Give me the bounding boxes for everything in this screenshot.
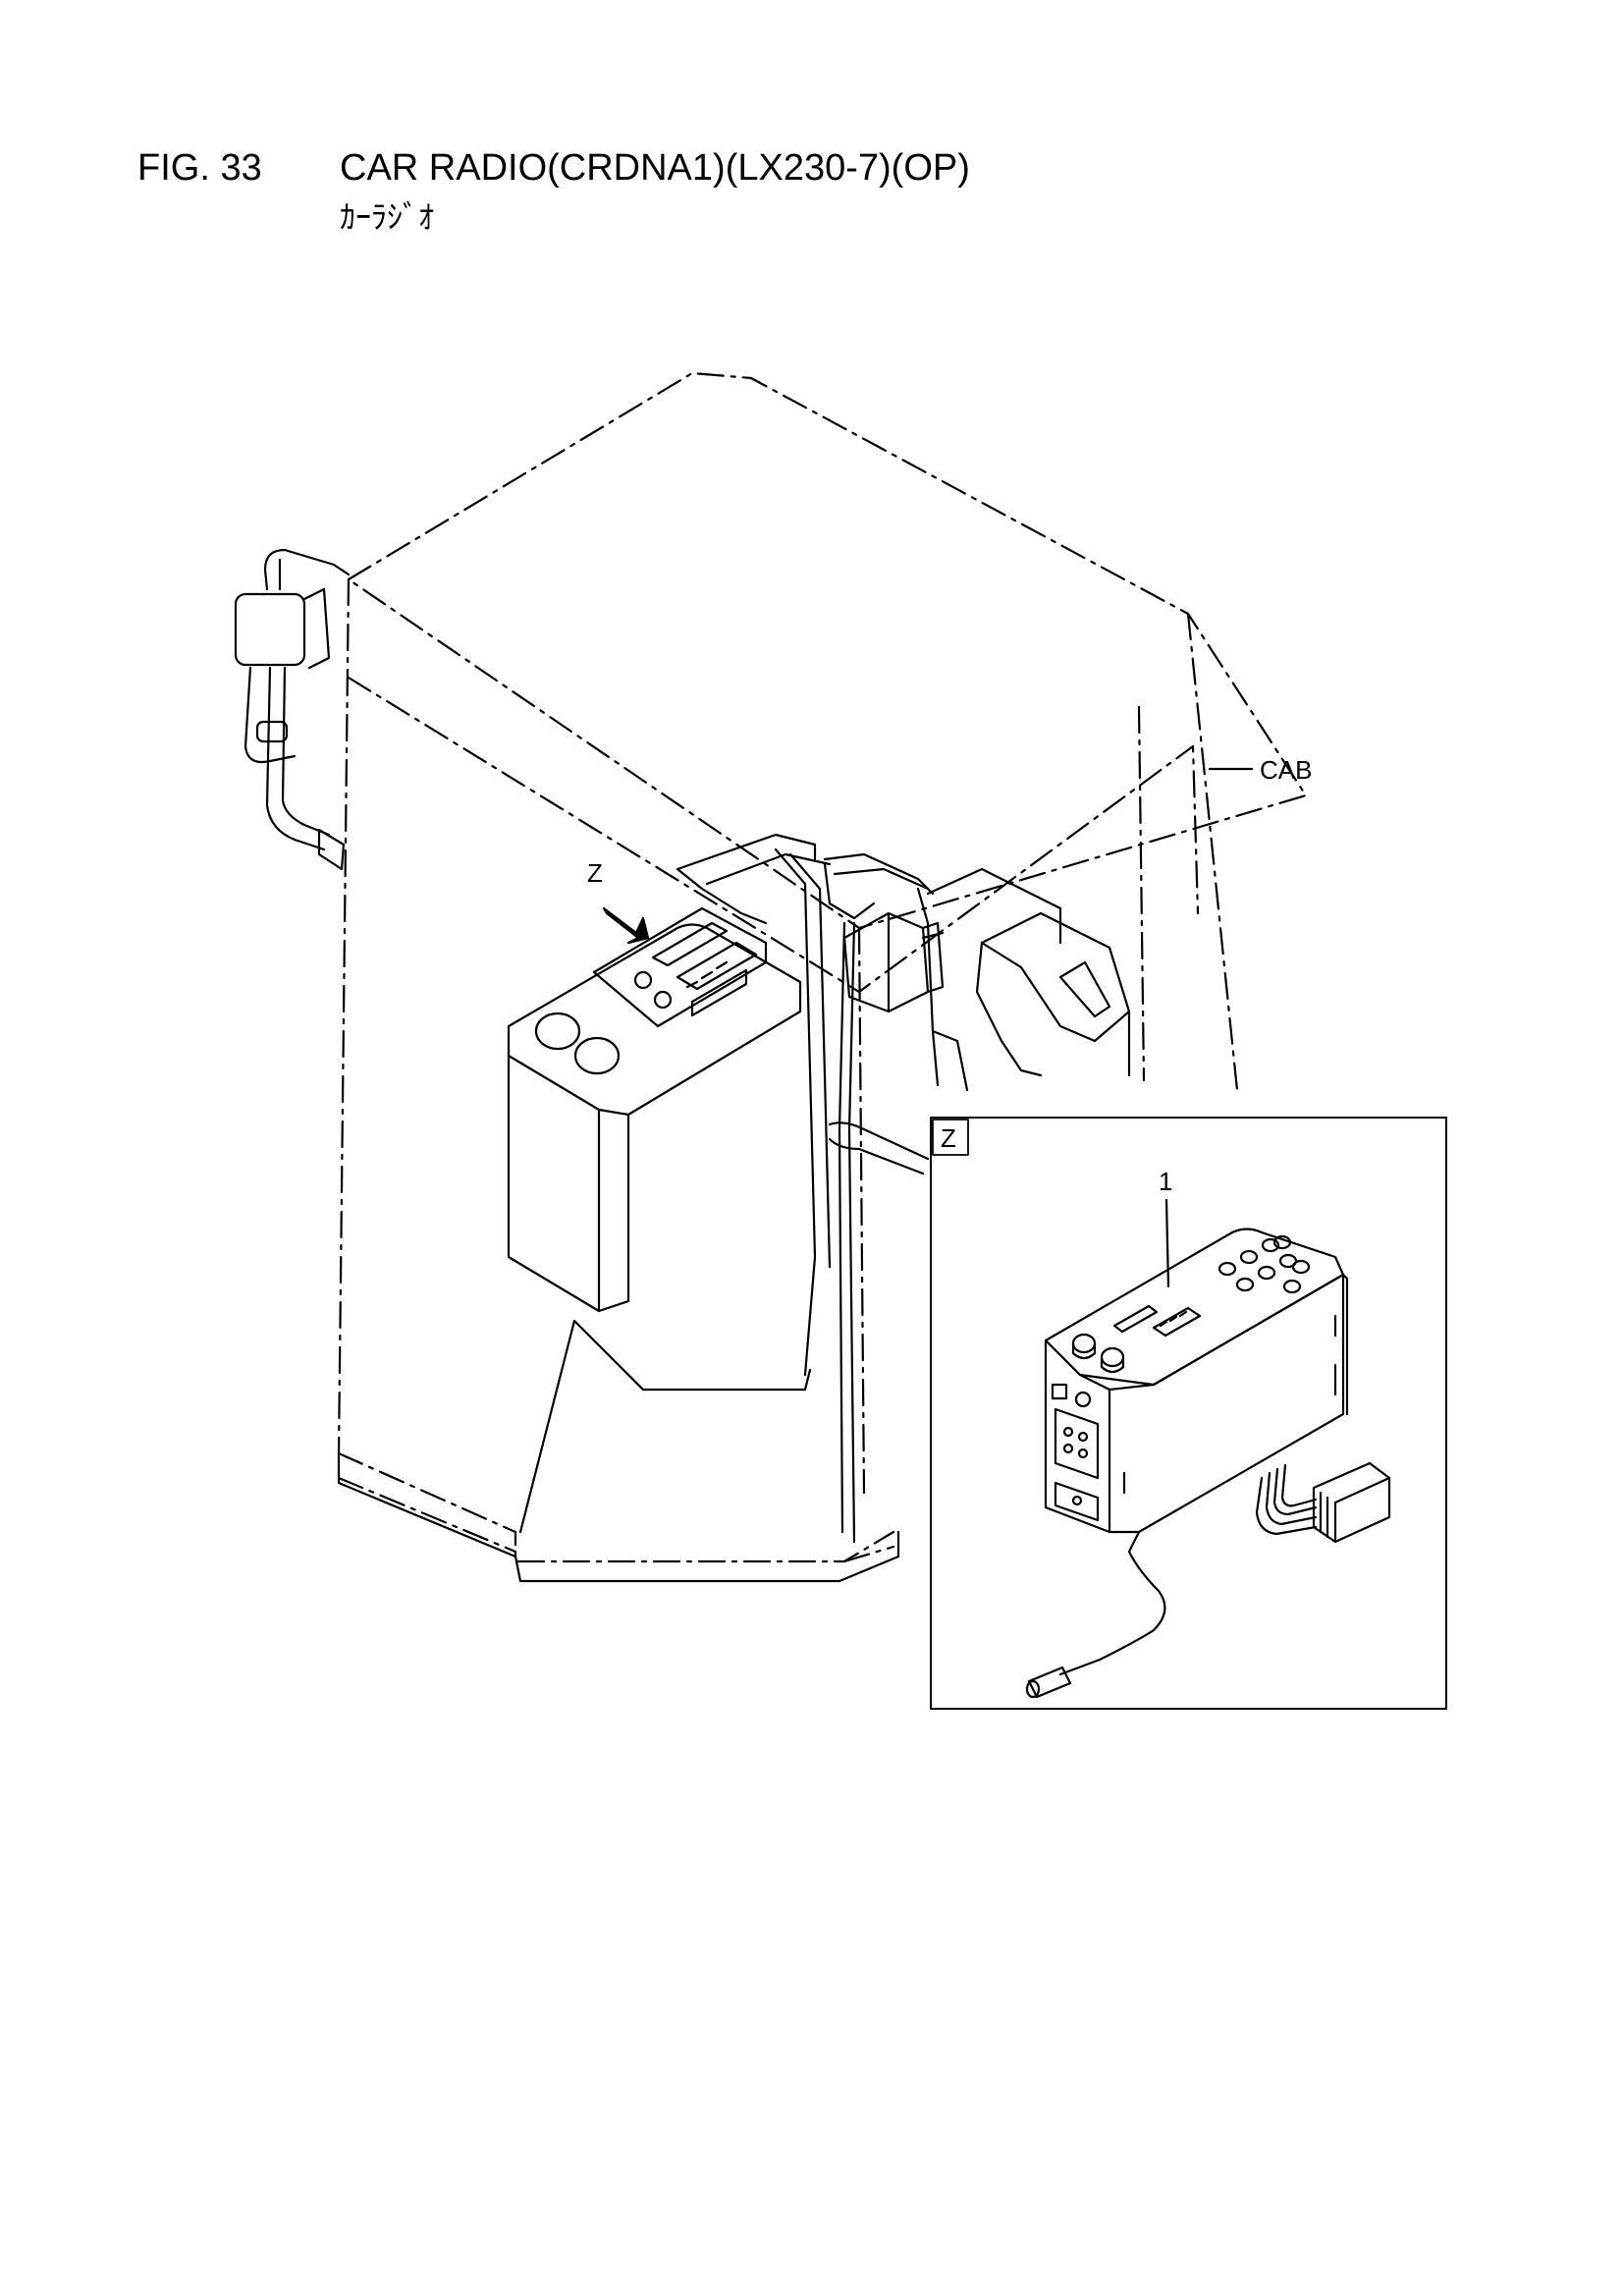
- figure-number: FIG. 33: [137, 147, 262, 189]
- cab-console: [507, 906, 802, 1313]
- right-side-panel: [926, 867, 1131, 1092]
- detail-box-z: Z 1: [930, 1117, 1447, 1710]
- view-z-label: Z: [587, 858, 603, 888]
- side-mirror-assembly: [234, 548, 351, 871]
- figure-subtitle: ｶｰﾗｼﾞｵ: [340, 199, 435, 235]
- car-radio-unit: [1025, 1228, 1391, 1699]
- lever: [828, 1121, 930, 1175]
- view-z-arrow: Z: [587, 858, 650, 945]
- figure-title: CAR RADIO(CRDNA1)(LX230-7)(OP): [340, 147, 970, 189]
- detail-box-z-label: Z: [941, 1123, 956, 1153]
- cab-floor: [337, 1319, 900, 1583]
- cab-label: CAB: [1260, 755, 1312, 785]
- cab-frame-bars: [676, 833, 945, 1544]
- part-1-label: 1: [1159, 1167, 1172, 1196]
- cab-outline: [337, 371, 1308, 1563]
- cab-leader: CAB: [1208, 755, 1312, 785]
